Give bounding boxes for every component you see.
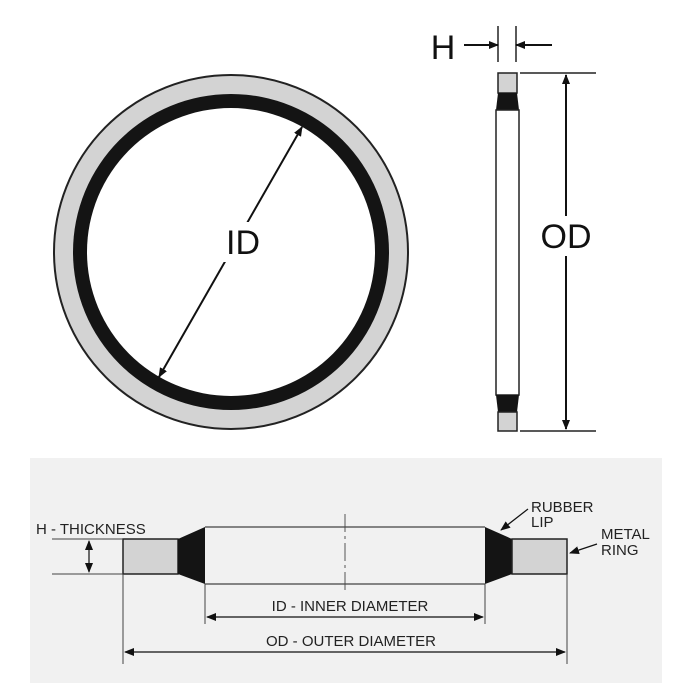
rubber-lip-leader	[500, 508, 529, 531]
metal-ring-leader	[569, 543, 598, 554]
rubber-lip-label-line1: RUBBER	[531, 499, 594, 516]
h-label: H	[431, 29, 456, 67]
od-label-backdrop	[536, 216, 596, 256]
id-label-backdrop	[220, 222, 266, 262]
thickness-label: H - THICKNESS	[36, 521, 146, 538]
side-bore	[495, 109, 520, 396]
side-rubber-top	[496, 93, 519, 110]
side-rubber-bottom	[496, 395, 519, 412]
side-metal-bottom	[497, 411, 518, 432]
metal-ring-label-line2: RING	[601, 542, 639, 559]
side-metal-top	[497, 72, 518, 94]
od-label: OD	[541, 218, 592, 256]
inner-diameter-label: ID - INNER DIAMETER	[272, 598, 429, 615]
ring-side-view: H OD	[431, 26, 596, 432]
left-rubber-lip	[178, 527, 205, 584]
id-label: ID	[226, 224, 260, 262]
metal-ring-label-line1: METAL	[601, 526, 650, 543]
left-metal-ring	[122, 538, 179, 575]
ring-top-view: ID	[53, 74, 409, 430]
cross-section-view: H - THICKNESS RUBBER LIP METAL RING ID -…	[30, 458, 662, 683]
outer-diameter-label: OD - OUTER DIAMETER	[266, 633, 436, 650]
right-rubber-lip	[485, 527, 512, 584]
rubber-lip-label-line2: LIP	[531, 514, 554, 531]
right-metal-ring	[511, 538, 568, 575]
